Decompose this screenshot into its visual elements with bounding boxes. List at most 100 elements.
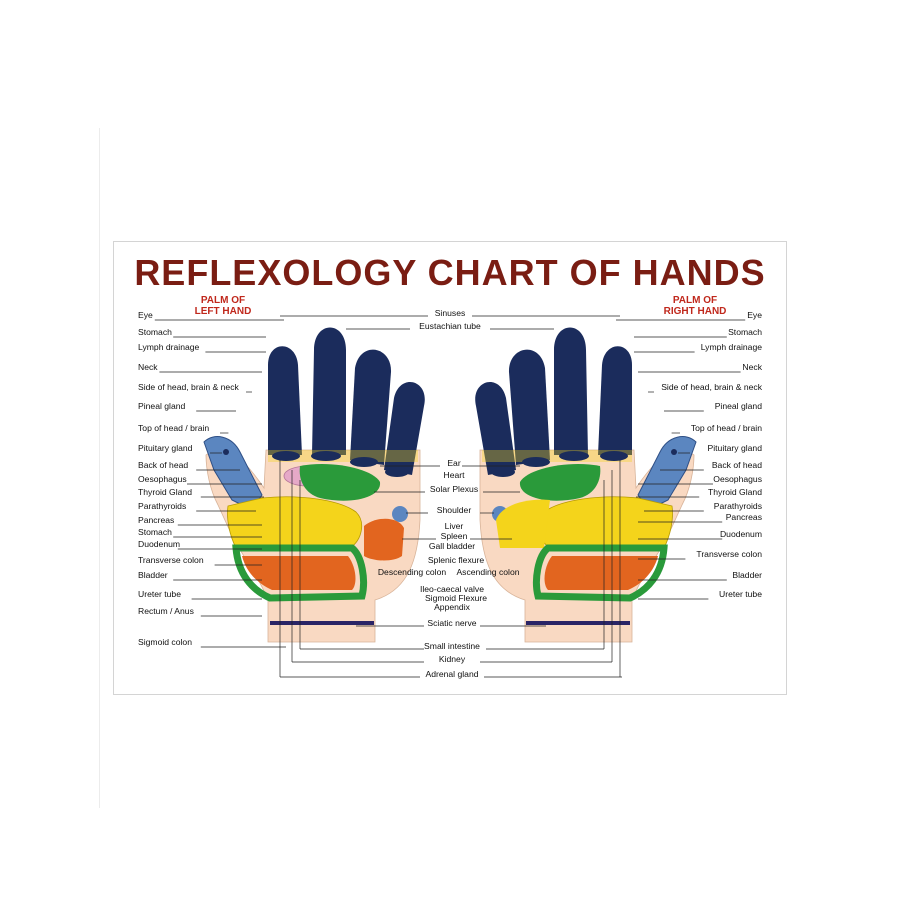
- left-yellow-zone: [227, 496, 363, 549]
- left-label-ureter-tube-17: Ureter tube: [138, 589, 181, 599]
- center-label-sinuses: Sinuses: [435, 308, 466, 318]
- center-label-adrenal-gland: Adrenal gland: [425, 669, 478, 679]
- right-label-neck-3: Neck: [742, 362, 762, 372]
- right-solar-plexus-zone: [519, 463, 601, 501]
- center-label-gall-bladder: Gall bladder: [429, 541, 475, 551]
- right-pituitary-dot: [671, 449, 677, 455]
- right-sinus-dot-3: [522, 457, 550, 467]
- center-label-splenic-flexure: Splenic flexure: [428, 555, 485, 565]
- page-edge-line: [99, 128, 100, 808]
- left-label-lymph-drainage-2: Lymph drainage: [138, 342, 200, 352]
- center-label-solar-plexus: Solar Plexus: [430, 484, 478, 494]
- right-label-pancreas-12: Pancreas: [726, 512, 762, 522]
- right-ring-finger: [554, 327, 588, 455]
- center-label-kidney: Kidney: [439, 654, 466, 664]
- center-label-ear: Ear: [447, 458, 461, 468]
- right-label-stomach-1: Stomach: [728, 327, 762, 337]
- left-label-pancreas-12: Pancreas: [138, 515, 174, 525]
- right-hand-heading: PALM OF RIGHT HAND: [645, 295, 745, 317]
- right-hand: [475, 327, 697, 643]
- right-sinus-dot-4: [491, 467, 515, 477]
- left-sinus-dot-3: [350, 457, 378, 467]
- left-little-finger: [268, 346, 302, 455]
- left-spleen-zone: [364, 518, 404, 561]
- left-label-parathyroids-11: Parathyroids: [138, 501, 186, 511]
- center-label-descending-colon: Descending colon: [378, 567, 447, 577]
- left-label-duodenum-14: Duodenum: [138, 539, 180, 549]
- right-label-side-of-head-brain-neck-4: Side of head, brain & neck: [661, 382, 763, 392]
- left-label-pineal-gland-5: Pineal gland: [138, 401, 186, 411]
- left-shoulder-zone: [392, 506, 408, 522]
- left-label-thyroid-gland-10: Thyroid Gland: [138, 487, 192, 497]
- right-label-bladder-15: Bladder: [732, 570, 762, 580]
- left-sinus-dot-4: [385, 467, 409, 477]
- right-label-pituitary-gland-7: Pituitary gland: [708, 443, 763, 453]
- right-index-finger: [475, 382, 516, 475]
- right-label-transverse-colon-14: Transverse colon: [696, 549, 762, 559]
- right-little-finger: [598, 346, 632, 455]
- right-yellow-zone: [537, 496, 673, 549]
- left-label-neck-3: Neck: [138, 362, 158, 372]
- right-label-oesophagus-9: Oesophagus: [713, 474, 762, 484]
- right-label-parathyroids-11: Parathyroids: [714, 501, 762, 511]
- center-label-small-intestine: Small intestine: [424, 641, 480, 651]
- left-finger-base-band: [268, 450, 418, 462]
- center-label-ascending-colon: Ascending colon: [456, 567, 519, 577]
- left-sinus-dot-1: [272, 451, 300, 461]
- left-index-finger: [384, 382, 425, 475]
- center-label-liver: Liver: [445, 521, 464, 531]
- left-label-sigmoid-colon-19: Sigmoid colon: [138, 637, 192, 647]
- right-label-duodenum-13: Duodenum: [720, 529, 762, 539]
- center-label-shoulder: Shoulder: [437, 505, 472, 515]
- center-label-ileo-caecal-valve: Ileo-caecal valve: [420, 584, 484, 594]
- left-label-rectum-anus-18: Rectum / Anus: [138, 606, 194, 616]
- right-hand-heading-line1: PALM OF: [672, 295, 718, 306]
- right-hand-heading-line2: RIGHT HAND: [663, 306, 727, 317]
- leader-lines: [154, 315, 746, 678]
- left-colon-ring: [232, 544, 368, 602]
- center-label-eustachian-tube: Eustachian tube: [419, 321, 481, 331]
- right-colon-ring: [532, 544, 668, 602]
- right-label-pineal-gland-5: Pineal gland: [715, 401, 763, 411]
- left-solar-plexus-zone: [299, 463, 381, 501]
- center-label-heart: Heart: [443, 470, 465, 480]
- left-label-transverse-colon-15: Transverse colon: [138, 555, 204, 565]
- left-label-stomach-1: Stomach: [138, 327, 172, 337]
- left-label-top-of-head-brain-6: Top of head / brain: [138, 423, 209, 433]
- center-label-sciatic-nerve: Sciatic nerve: [427, 618, 476, 628]
- chart-title: REFLEXOLOGY CHART OF HANDS: [134, 252, 766, 293]
- right-label-eye-0: Eye: [747, 310, 762, 320]
- center-label-sigmoid-flexure: Sigmoid Flexure: [425, 593, 487, 603]
- left-label-eye-0: Eye: [138, 310, 153, 320]
- right-intestine-zone: [544, 556, 658, 590]
- left-middle-finger: [350, 349, 392, 465]
- left-pituitary-dot: [223, 449, 229, 455]
- right-finger-base-band: [482, 450, 632, 462]
- left-hand-heading: PALM OF LEFT HAND: [173, 295, 273, 317]
- right-middle-finger: [508, 349, 550, 465]
- left-label-back-of-head-8: Back of head: [138, 460, 188, 470]
- right-liver-zone: [496, 499, 550, 548]
- left-label-side-of-head-brain-neck-4: Side of head, brain & neck: [138, 382, 240, 392]
- right-label-back-of-head-8: Back of head: [712, 460, 762, 470]
- left-label-oesophagus-9: Oesophagus: [138, 474, 187, 484]
- right-label-ureter-tube-16: Ureter tube: [719, 589, 762, 599]
- left-sinus-dot-2: [311, 451, 341, 461]
- center-label-appendix: Appendix: [434, 602, 471, 612]
- left-hand-heading-line2: LEFT HAND: [194, 306, 252, 317]
- right-label-lymph-drainage-2: Lymph drainage: [701, 342, 763, 352]
- right-label-thyroid-gland-10: Thyroid Gland: [708, 487, 762, 497]
- left-intestine-zone: [242, 556, 356, 590]
- left-label-pituitary-gland-7: Pituitary gland: [138, 443, 193, 453]
- right-sinus-dot-1: [600, 451, 628, 461]
- right-label-top-of-head-brain-6: Top of head / brain: [691, 423, 762, 433]
- center-label-spleen: Spleen: [441, 531, 468, 541]
- left-ring-finger: [312, 327, 346, 455]
- left-hand-heading-line1: PALM OF: [200, 295, 246, 306]
- left-label-bladder-16: Bladder: [138, 570, 168, 580]
- left-hand: [203, 327, 425, 643]
